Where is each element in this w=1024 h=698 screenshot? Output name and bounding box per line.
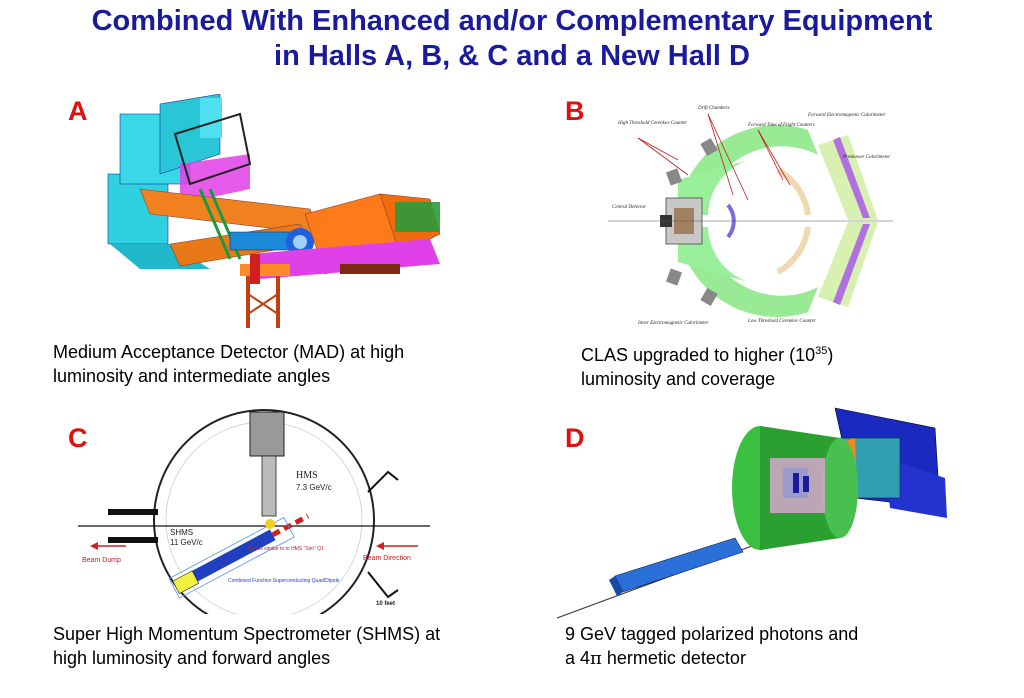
caption-d-post: hermetic detector xyxy=(601,648,746,668)
hall-d-detector-illustration xyxy=(556,407,947,619)
mad-detector-illustration xyxy=(107,94,441,328)
label-drift-chambers: Drift Chambers xyxy=(697,106,730,111)
panel-c-letter: C xyxy=(68,423,88,453)
caption-d-line-2: a 4π hermetic detector xyxy=(565,646,858,671)
caption-d: 9 GeV tagged polarized photons and a 4π … xyxy=(565,622,858,671)
caption-c: Super High Momentum Spectrometer (SHMS) … xyxy=(53,622,440,670)
title-line-1: Combined With Enhanced and/or Complement… xyxy=(91,5,933,37)
label-shms-momentum: 11 GeV/c xyxy=(170,538,203,547)
caption-b-line-2: luminosity and coverage xyxy=(581,369,776,389)
caption-a: Medium Acceptance Detector (MAD) at high… xyxy=(53,340,404,388)
label-beam-direction: Beam Direction xyxy=(363,555,411,562)
caption-b-exponent: 35 xyxy=(815,345,828,357)
caption-a-line-2: luminosity and intermediate angles xyxy=(53,366,331,386)
label-combined-function: Combined Function Superconducting Quad/D… xyxy=(228,578,340,584)
caption-d-pi: π xyxy=(590,648,602,669)
label-tof: Forward Time of Flight Counters xyxy=(747,123,815,128)
label-inner-calorimeter: Inner Electromagnetic Calorimeter xyxy=(637,321,709,326)
caption-b: CLAS upgraded to higher (1035) luminosit… xyxy=(581,343,833,391)
hall-c-layout-diagram: HMS 7.3 GeV/c SHMS 11 GeV/c Quads simila… xyxy=(78,409,430,614)
label-hms-momentum: 7.3 GeV/c xyxy=(296,483,332,492)
caption-d-pre: a 4 xyxy=(565,648,591,668)
label-preshower: Preshower Calorimeter xyxy=(842,155,890,160)
caption-a-line-1: Medium Acceptance Detector (MAD) at high xyxy=(53,342,405,362)
caption-b-pre: CLAS upgraded to higher (10 xyxy=(581,345,816,365)
panel-d-letter: D xyxy=(565,423,585,453)
caption-b-post: ) xyxy=(827,345,834,365)
slide-title: Combined With Enhanced and/or Complement… xyxy=(0,4,1024,74)
label-beam-dump: Beam Dump xyxy=(82,557,121,564)
panel-b-letter: B xyxy=(565,96,585,126)
panel-a-letter: A xyxy=(68,96,88,126)
caption-b-line-1: CLAS upgraded to higher (1035) xyxy=(581,343,833,367)
label-high-cherenkov: High Threshold Cerenkov Counter xyxy=(617,121,687,126)
title-line-2: in Halls A, B, & C and a New Hall D xyxy=(274,40,750,72)
label-shms: SHMS xyxy=(170,528,193,537)
label-scale: 10 feet xyxy=(376,601,395,607)
caption-d-line-1: 9 GeV tagged polarized photons and xyxy=(565,624,859,644)
label-central-detector: Central Detector xyxy=(612,205,646,210)
label-quads: Quads similar to to HMS "Sim" Q1 xyxy=(248,546,324,552)
label-hms: HMS xyxy=(296,470,318,481)
label-low-cherenkov: Low Threshold Cerenkov Counter xyxy=(747,319,816,324)
clas-detector-diagram: Drift Chambers Forward Electromagnetic C… xyxy=(608,106,893,326)
caption-c-line-1: Super High Momentum Spectrometer (SHMS) … xyxy=(53,624,441,644)
label-forward-calorimeter: Forward Electromagnetic Calorimeter xyxy=(807,113,885,118)
caption-c-line-2: high luminosity and forward angles xyxy=(53,648,331,668)
